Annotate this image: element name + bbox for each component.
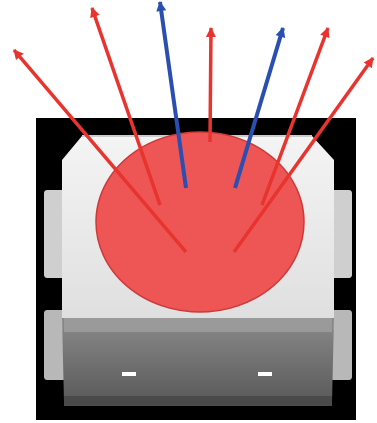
package-front-strip [64, 318, 332, 332]
emitter-dome [96, 132, 304, 312]
red-ray-center [210, 28, 211, 142]
front-marker-right [258, 372, 272, 376]
front-marker-left [122, 372, 136, 376]
package-base-shadow [64, 396, 332, 406]
